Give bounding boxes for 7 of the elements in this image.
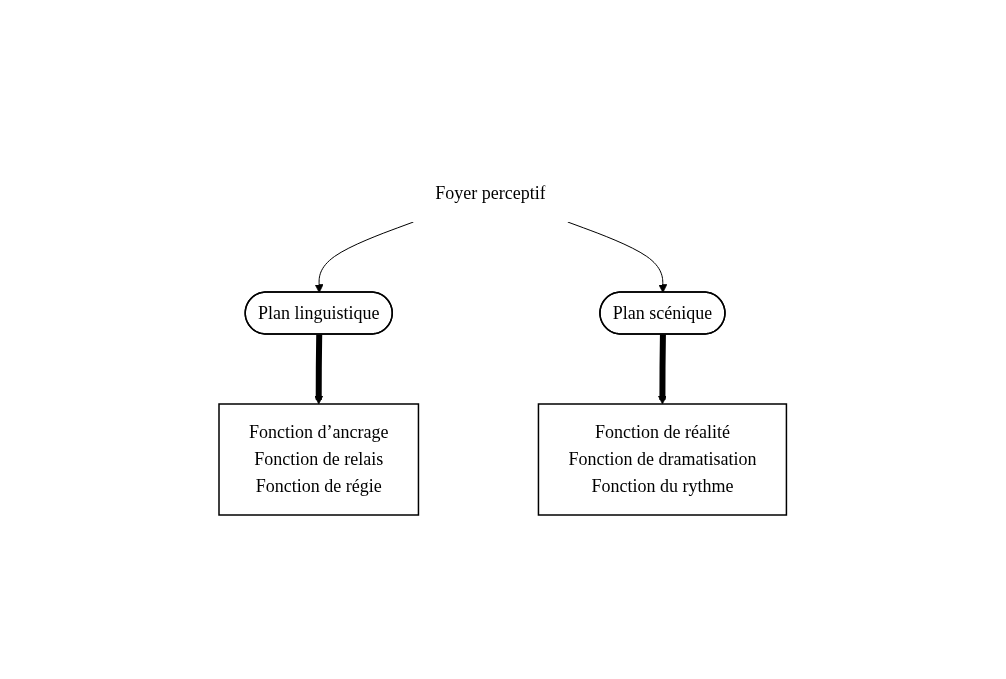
arrow xyxy=(314,333,324,404)
node-box: Fonction de réalité Fonction de dramatisation Fonction du rythme xyxy=(538,402,788,516)
node-box: Fonction d’ancrage Fonction de relais Fonction de régie xyxy=(218,402,420,516)
arrow xyxy=(315,221,415,293)
node-text: Foyer perceptif xyxy=(435,182,547,203)
arrow xyxy=(567,221,668,293)
arrow xyxy=(658,333,668,404)
